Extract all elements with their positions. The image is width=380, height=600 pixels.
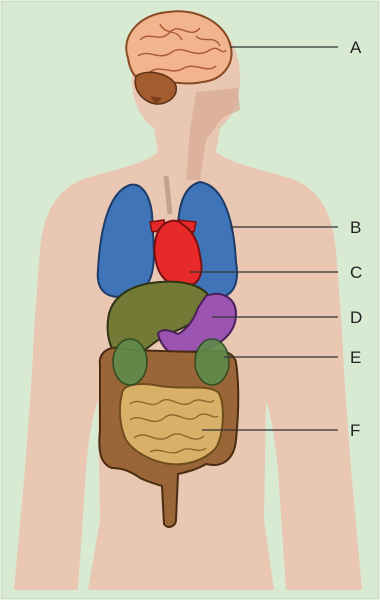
label-f: F bbox=[350, 421, 360, 440]
label-b: B bbox=[350, 218, 361, 237]
kidney-left bbox=[113, 339, 147, 385]
label-c: C bbox=[350, 263, 362, 282]
label-a: A bbox=[350, 38, 362, 57]
label-d: D bbox=[350, 308, 362, 327]
label-e: E bbox=[350, 348, 361, 367]
kidney-right bbox=[195, 339, 229, 385]
